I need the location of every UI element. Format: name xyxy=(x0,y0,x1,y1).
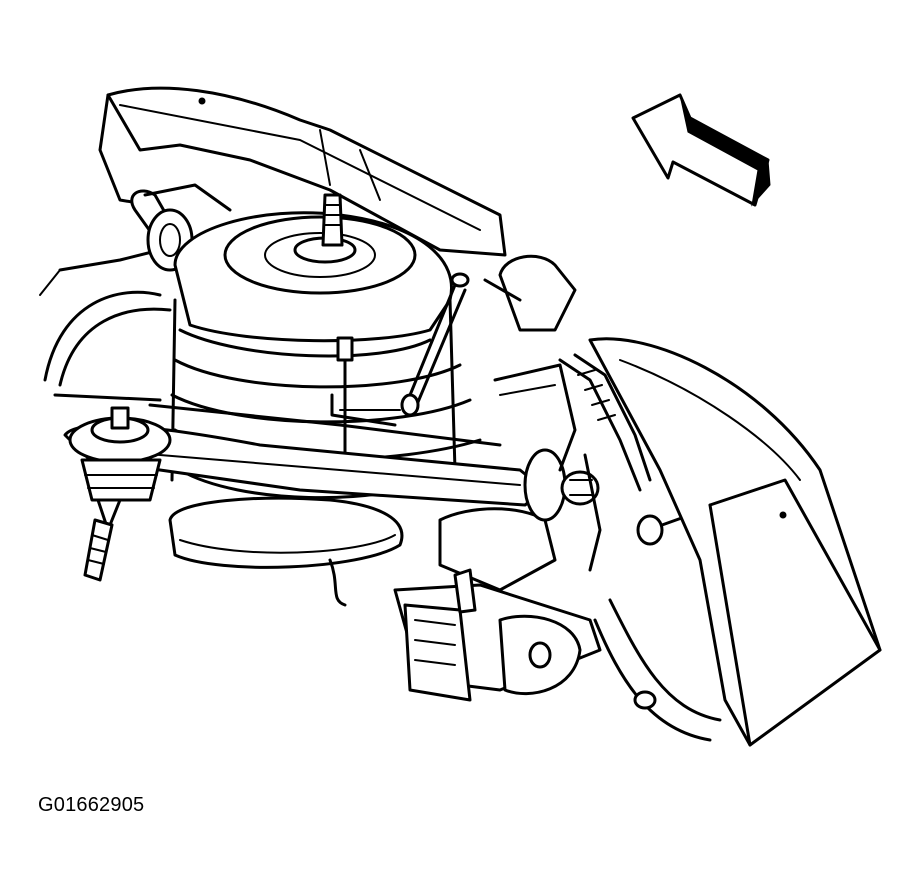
coil-spring xyxy=(168,193,482,569)
ball-joint xyxy=(68,406,172,582)
wheelhouse-panel xyxy=(588,337,882,747)
shock-mount-bolt xyxy=(330,336,401,472)
lower-frame-bracket xyxy=(328,507,602,702)
direction-arrow-icon xyxy=(631,93,771,207)
knuckle-outline xyxy=(493,363,602,572)
figure-id-label: G01662905 xyxy=(38,794,145,816)
brake-hose xyxy=(483,254,692,546)
stabilizer-link xyxy=(400,272,470,417)
